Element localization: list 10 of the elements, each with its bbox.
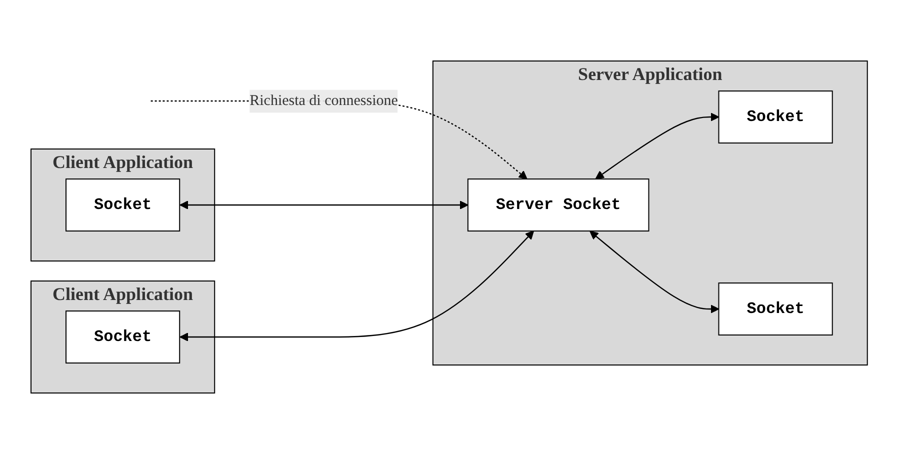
arrow (180, 230, 534, 342)
node-box: Server Socket (468, 178, 650, 232)
arrow (596, 112, 720, 180)
node-box: Socket (718, 90, 834, 144)
node-box: Socket (66, 178, 180, 232)
arrow (180, 200, 469, 210)
node-box: Socket (718, 282, 834, 336)
edge-label: Richiesta di connessione (250, 92, 398, 109)
node-box: Socket (66, 310, 180, 364)
arrow (590, 230, 720, 314)
